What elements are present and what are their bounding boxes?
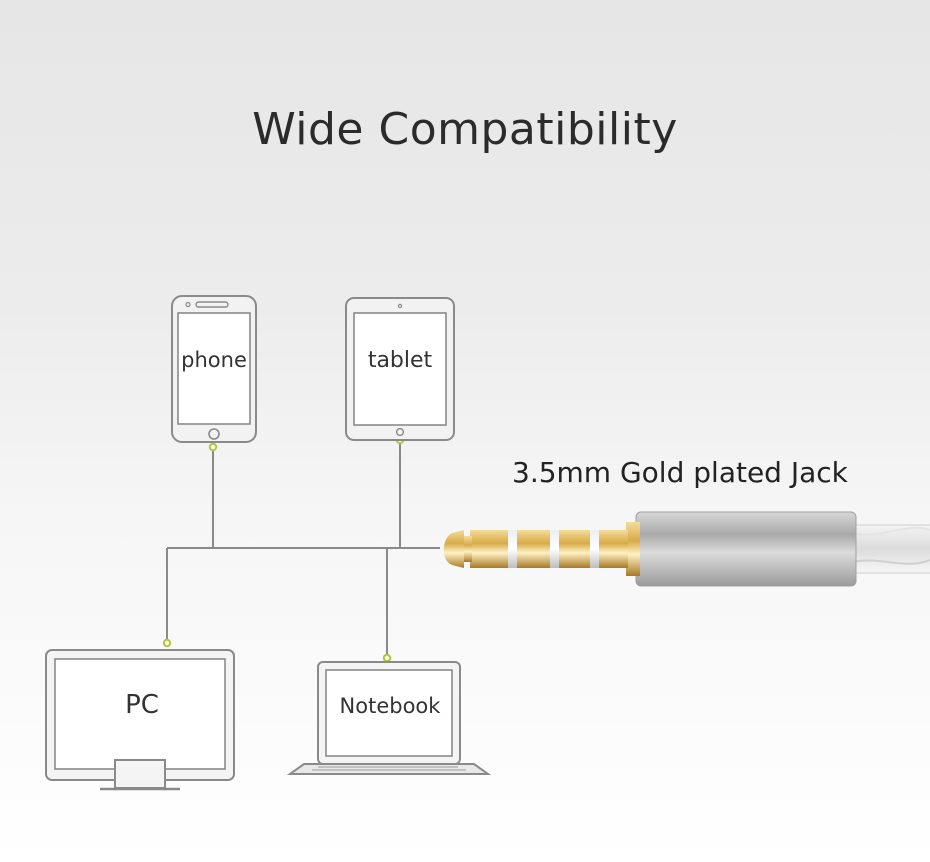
connection-lines: [166, 440, 440, 658]
jack-label: 3.5mm Gold plated Jack: [512, 456, 848, 489]
tablet-icon: [345, 297, 455, 441]
notebook-icon: [286, 661, 492, 775]
audio-jack-icon: [443, 511, 930, 587]
pc-monitor-icon: [45, 649, 235, 791]
phone-icon: [171, 295, 257, 443]
page-title: Wide Compatibility: [252, 104, 678, 155]
keyboard-keys: [312, 766, 466, 771]
pc-label: PC: [125, 690, 159, 720]
phone-label: phone: [181, 348, 247, 372]
tablet-label: tablet: [367, 348, 433, 373]
notebook-label: Notebook: [339, 694, 441, 718]
